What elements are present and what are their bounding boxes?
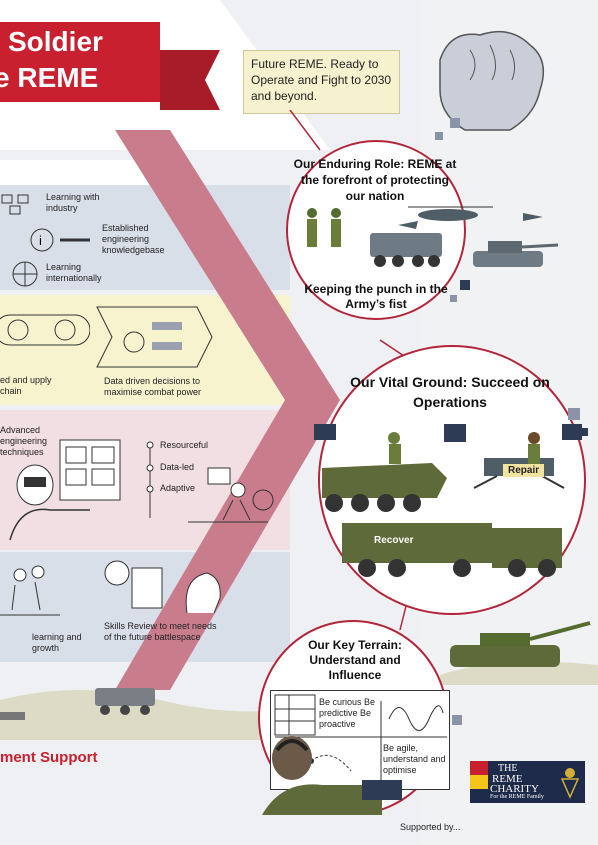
decorative-squares bbox=[450, 280, 588, 725]
quote-box: Future REME. Ready to Operate and Fight … bbox=[243, 50, 400, 114]
panel-top-item-3: Learning internationally bbox=[46, 262, 102, 283]
fist-icon bbox=[435, 30, 545, 140]
circle1-title: Our Enduring Role: REME at the forefront… bbox=[293, 157, 457, 203]
panel-pink-left-text: Advanced engineering techniques bbox=[0, 425, 48, 457]
vr-engineer-icon bbox=[9, 439, 121, 541]
dashboard-graphics bbox=[274, 694, 447, 789]
enduring-role-illustration bbox=[307, 206, 559, 267]
panel-yellow-right-text: Data driven decisions to maximise combat… bbox=[104, 376, 202, 397]
field-engineer-icon bbox=[188, 467, 274, 523]
gear-chain-icon bbox=[0, 314, 90, 346]
label-repair: Repair bbox=[503, 464, 545, 477]
title-banner: Soldier e REME bbox=[0, 22, 160, 102]
banner-fold bbox=[160, 50, 220, 110]
charity-line4: For the REME Family bbox=[490, 794, 544, 800]
team-icon bbox=[0, 565, 60, 616]
trait-data-led: Data-led bbox=[160, 462, 195, 472]
reme-charity-logo: THE REME CHARITY For the REME Family bbox=[470, 761, 585, 803]
trait-adaptive: Adaptive bbox=[160, 483, 196, 493]
label-maintain: Maintain bbox=[324, 458, 365, 469]
crest-icon bbox=[560, 768, 580, 799]
supported-by-text: Supported by... bbox=[400, 822, 461, 832]
panel-yellow-left-text: ed and upply chain bbox=[0, 375, 52, 396]
banner-line2: e REME bbox=[0, 62, 99, 93]
charity-line1: THE bbox=[498, 763, 518, 774]
panel-a-text: Be curious Be predictive Be proactive bbox=[319, 697, 376, 729]
panel-b-text: Be agile, understand and optimise bbox=[383, 743, 446, 775]
tank-illustration bbox=[440, 621, 598, 685]
operator-illustration bbox=[262, 736, 402, 815]
globe-icon bbox=[12, 261, 38, 287]
panel-top-item-2: Established engineering knowledgebase bbox=[102, 223, 165, 255]
lower-vehicles bbox=[0, 688, 155, 720]
info-wrench-icon: i bbox=[30, 228, 90, 252]
footer-red-text: ment Support bbox=[0, 749, 98, 766]
industry-icon bbox=[1, 194, 29, 215]
skills-review-icon bbox=[104, 560, 221, 614]
trait-resourceful: Resourceful bbox=[160, 440, 209, 450]
circle3-title: Our Key Terrain: Understand and Influenc… bbox=[308, 638, 402, 682]
panel-grey-right-text: Skills Review to meet needs of the futur… bbox=[104, 621, 217, 642]
svg-text:i: i bbox=[39, 233, 42, 248]
panel-top-item-1: Learning with industry bbox=[46, 192, 100, 213]
panel-grey-left-text: learning and growth bbox=[32, 632, 82, 653]
flag-stripes bbox=[470, 761, 488, 803]
vital-ground-illustration bbox=[314, 424, 582, 577]
circle2-title: Our Vital Ground: Succeed on Operations bbox=[350, 374, 550, 410]
circle1-subtitle: Keeping the punch in the Army’s fist bbox=[304, 282, 448, 311]
charity-line2: REME bbox=[492, 773, 523, 785]
charity-line3: CHARITY bbox=[490, 783, 539, 795]
data-dashboard-icon bbox=[96, 306, 213, 368]
label-recover: Recover bbox=[374, 535, 414, 546]
traits-timeline bbox=[146, 441, 154, 518]
banner-line1: Soldier bbox=[8, 26, 103, 57]
